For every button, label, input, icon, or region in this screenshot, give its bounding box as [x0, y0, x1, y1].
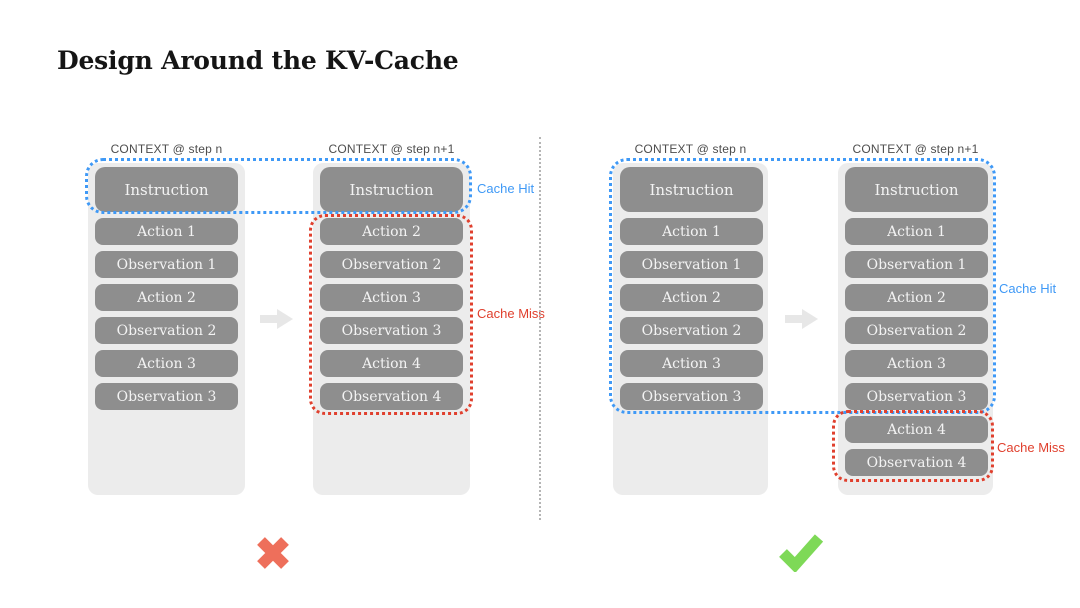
page-title: Design Around the KV-Cache	[57, 46, 459, 75]
context-box: Instruction	[845, 167, 988, 212]
context-box: Observation 1	[95, 251, 238, 278]
context-box: Action 3	[845, 350, 988, 377]
context-box: Observation 1	[620, 251, 763, 278]
left-col2-header: CONTEXT @ step n+1	[328, 142, 455, 156]
context-box: Observation 3	[320, 317, 463, 344]
context-box: Action 2	[620, 284, 763, 311]
context-box: Observation 2	[845, 317, 988, 344]
context-box: Instruction	[620, 167, 763, 212]
context-box: Action 2	[95, 284, 238, 311]
right-context-step-n: Instruction Action 1 Observation 1 Actio…	[613, 163, 768, 495]
context-box: Action 1	[845, 218, 988, 245]
context-box: Action 3	[620, 350, 763, 377]
context-box: Observation 1	[845, 251, 988, 278]
right-col2-header: CONTEXT @ step n+1	[852, 142, 979, 156]
right-arrow-icon	[785, 306, 819, 337]
context-box: Action 4	[845, 416, 988, 443]
context-box: Observation 4	[845, 449, 988, 476]
context-box: Observation 3	[95, 383, 238, 410]
context-box: Instruction	[320, 167, 463, 212]
context-box: Instruction	[95, 167, 238, 212]
left-col1-header: CONTEXT @ step n	[110, 142, 223, 156]
context-box: Action 3	[95, 350, 238, 377]
context-box: Observation 2	[620, 317, 763, 344]
context-box: Action 1	[95, 218, 238, 245]
context-box: Action 3	[320, 284, 463, 311]
left-cache-miss-label: Cache Miss	[477, 306, 545, 321]
context-box: Action 1	[620, 218, 763, 245]
context-box: Observation 3	[620, 383, 763, 410]
divider	[539, 137, 541, 520]
left-context-step-n: Instruction Action 1 Observation 1 Actio…	[88, 163, 245, 495]
check-mark-icon	[778, 532, 824, 577]
context-box: Action 2	[845, 284, 988, 311]
x-mark-icon	[253, 533, 293, 578]
context-box: Action 4	[320, 350, 463, 377]
right-cache-miss-label: Cache Miss	[997, 440, 1065, 455]
right-context-step-n1: Instruction Action 1 Observation 1 Actio…	[838, 163, 993, 495]
context-box: Action 2	[320, 218, 463, 245]
context-box: Observation 2	[95, 317, 238, 344]
context-box: Observation 2	[320, 251, 463, 278]
left-context-step-n1: Instruction Action 2 Observation 2 Actio…	[313, 163, 470, 495]
context-box: Observation 3	[845, 383, 988, 410]
left-cache-hit-label: Cache Hit	[477, 181, 535, 196]
context-box: Observation 4	[320, 383, 463, 410]
right-col1-header: CONTEXT @ step n	[634, 142, 747, 156]
right-cache-hit-label: Cache Hit	[999, 281, 1057, 296]
right-arrow-icon	[260, 306, 294, 337]
